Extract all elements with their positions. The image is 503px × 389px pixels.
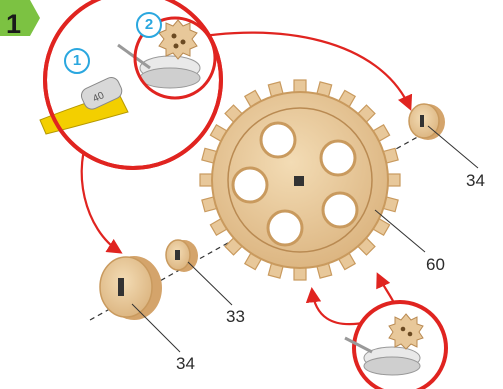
spacer-right-34 [409,104,445,140]
gear-60 [200,80,400,280]
leader-spacer-right [428,126,478,168]
leader-spacer-left [132,304,180,352]
leader-hub [188,262,232,305]
label-spacer-left: 34 [176,355,195,372]
label-gear: 60 [426,256,445,273]
substep-1-badge: 1 [64,48,90,74]
detail-circle-glue: 40 [40,0,221,168]
step-number: 1 [6,9,21,40]
substep-2-badge: 2 [136,12,162,38]
detail-circle-bottom [345,302,446,389]
label-spacer-right: 34 [466,172,485,189]
label-hub: 33 [226,308,245,325]
arrow-to-gear-lower [312,290,368,324]
spacer-left-34 [100,256,162,320]
